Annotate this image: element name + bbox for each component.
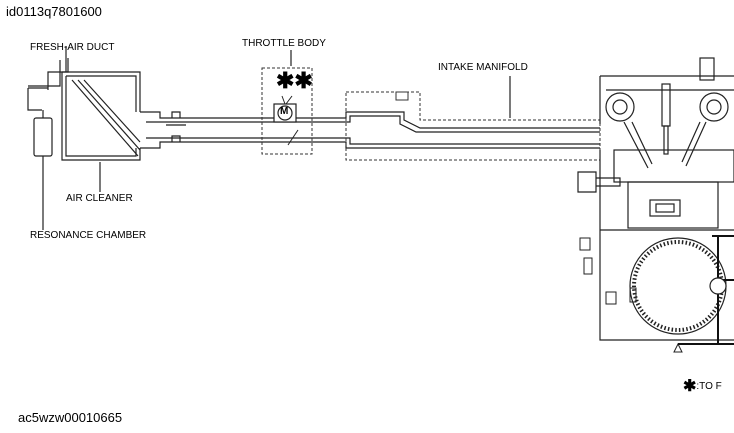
legend-star: ✱ — [683, 378, 697, 395]
intake-manifold-outline — [345, 91, 601, 161]
fresh-air-duct-label: FRESH-AIR DUCT — [30, 42, 115, 53]
intake-camshaft — [605, 92, 635, 122]
intake-manifold-label: INTAKE MANIFOLD — [438, 62, 528, 73]
resonance-chamber-label: RESONANCE CHAMBER — [30, 230, 147, 241]
air-cleaner — [61, 71, 141, 161]
throttle-body-label: THROTTLE BODY — [242, 38, 326, 49]
document-id: id0113q7801600 — [6, 4, 102, 19]
resonance-chamber — [33, 117, 53, 157]
legend: ✱:TO F — [683, 376, 722, 396]
side-sensor — [579, 237, 591, 251]
fresh-air-duct — [27, 58, 69, 111]
ignition-coil — [699, 57, 715, 81]
motor-symbol: M — [280, 106, 289, 117]
throttle-star-mark: ✱✱ — [276, 68, 313, 93]
fuel-injector — [577, 171, 621, 193]
exhaust-camshaft — [699, 92, 729, 122]
air-cleaner-label: AIR CLEANER — [66, 193, 133, 204]
pipe-sensor — [166, 111, 186, 142]
throttle-body-box — [261, 67, 313, 155]
figure-code: ac5wzw00010665 — [18, 410, 123, 425]
legend-text: :TO F — [696, 381, 722, 392]
intake-pipe — [140, 111, 262, 149]
engine-block — [599, 75, 734, 341]
fresh-air-duct-outer — [28, 60, 61, 87]
